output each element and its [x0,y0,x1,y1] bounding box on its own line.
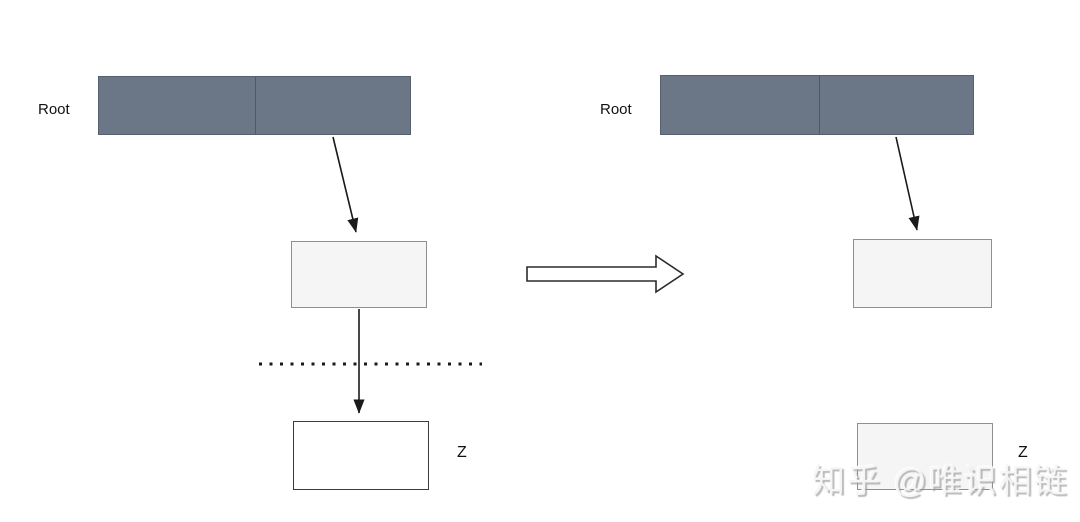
left-z-node [293,421,429,490]
right-root-label: Root [600,101,632,118]
left-intermediate-node [291,241,427,308]
left-z-label: Z [457,444,467,461]
right-intermediate-node [853,239,992,308]
right-z-node [857,423,993,490]
right-root-node-bar [660,75,974,135]
transform-right-arrow-icon [526,254,685,294]
left-root-label: Root [38,101,70,118]
left-bar-to-node-arrow [332,136,359,233]
right-root-node-divider [819,76,820,134]
left-root-node-divider [255,77,256,134]
right-bar-to-node-arrow [895,136,920,231]
zhihu-watermark: 知乎 @唯识相链 [812,462,1069,499]
right-z-label: Z [1018,444,1028,461]
left-root-node-bar [98,76,411,135]
